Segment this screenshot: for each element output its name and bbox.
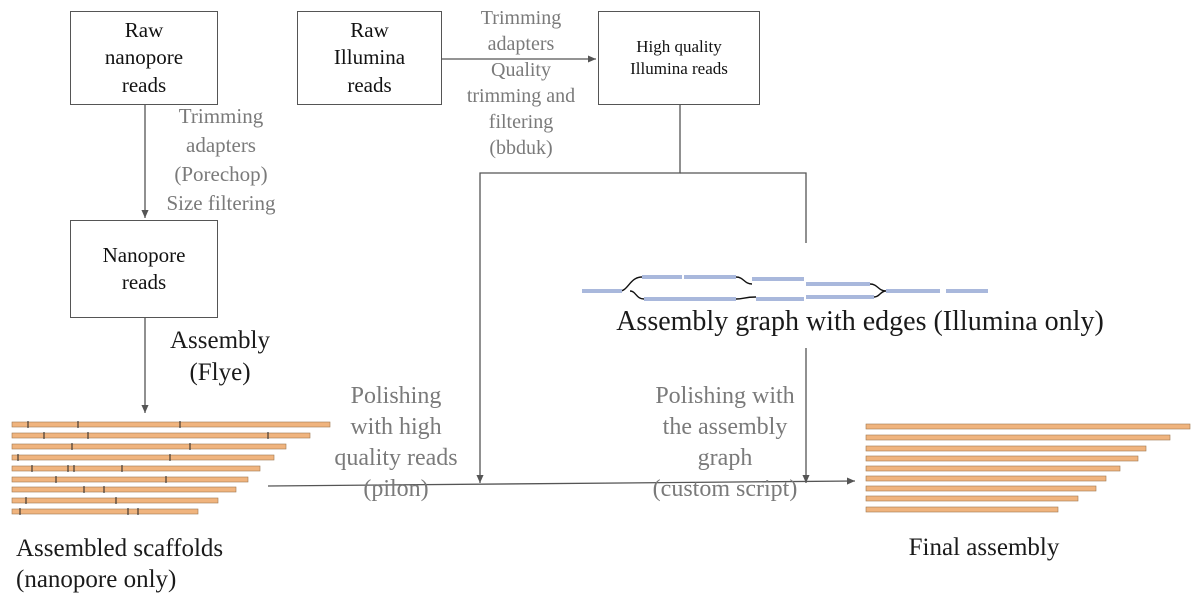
output-line: Assembled scaffolds [16, 535, 224, 562]
step-line: Trimming [178, 104, 264, 128]
graph-edge [642, 275, 682, 279]
graph-edge [946, 289, 988, 293]
box-line: Raw [124, 18, 164, 43]
box-line: reads [347, 72, 392, 97]
scaffold-bar [11, 421, 331, 428]
graph-edge [684, 275, 736, 279]
step-line: with high [350, 414, 442, 440]
step-line: Assembly [170, 327, 270, 354]
output-line: Assembly graph with edges (Illumina only… [616, 306, 1104, 337]
step-polishing-graph: Polishing with the assembly graph (custo… [628, 381, 822, 505]
box-line: reads [121, 72, 167, 97]
box-line: Illumina reads [630, 59, 728, 78]
step-line: (custom script) [652, 476, 798, 502]
nanopore-reads-box: Nanopore reads [70, 220, 218, 318]
step-line: Polishing with [655, 383, 795, 409]
graph-edge [756, 297, 804, 301]
scaffold-bar [11, 443, 287, 450]
graph-edge [582, 289, 622, 293]
final-contig-bar [865, 465, 1121, 472]
box-line: Nanopore [102, 242, 186, 267]
scaffold-bar [11, 497, 219, 504]
step-line: trimming and [466, 85, 576, 107]
scaffold-gap-marks [17, 421, 269, 515]
final-contig-bar [865, 485, 1097, 492]
high-quality-illumina-box: High quality Illumina reads [598, 11, 760, 105]
step-line: Quality [491, 59, 551, 81]
box-line: nanopore [104, 45, 184, 70]
final-contig-bar [865, 423, 1191, 430]
raw-nanopore-reads-box: Raw nanopore reads [70, 11, 218, 105]
step-line: (bbduk) [489, 137, 553, 159]
scaffold-bar [11, 432, 311, 439]
graph-edge [644, 297, 736, 301]
arrow-polish-main [267, 477, 856, 487]
final-contig-bar [865, 475, 1107, 482]
assembly-graph-title: Assembly graph with edges (Illumina only… [580, 305, 1140, 339]
step-line: (Flye) [189, 359, 251, 386]
step-polishing-pilon: Polishing with high quality reads (pilon… [316, 381, 476, 505]
step-assembly-flye: Assembly (Flye) [150, 325, 290, 389]
final-contig-bar [865, 434, 1171, 441]
step-illumina-trimming: Trimming adapters Quality trimming and f… [448, 5, 594, 161]
assembled-scaffolds-icon [11, 421, 331, 515]
graph-edge [806, 295, 874, 299]
box-line: High quality [636, 36, 722, 56]
step-line: adapters [487, 33, 555, 55]
graph-edge [886, 289, 940, 293]
box-line: reads [121, 270, 167, 294]
output-line: (nanopore only) [16, 566, 177, 593]
connector-to-graph [680, 172, 807, 243]
scaffold-bar [11, 465, 261, 472]
final-contig-bar [865, 455, 1139, 462]
output-line: Final assembly [908, 534, 1060, 561]
step-line: filtering [488, 111, 554, 133]
assembly-graph-icon [582, 275, 988, 301]
connector-high-quality-split [476, 105, 681, 483]
scaffold-bar [11, 454, 275, 461]
step-line: Polishing [350, 383, 442, 409]
step-line: (pilon) [363, 476, 429, 502]
final-contig-bar [865, 495, 1079, 502]
final-assembly-icon [865, 423, 1191, 513]
final-assembly-label: Final assembly [884, 532, 1084, 563]
assembled-scaffolds-label: Assembled scaffolds (nanopore only) [16, 533, 286, 595]
scaffold-bar [11, 508, 199, 515]
final-contig-bar [865, 506, 1059, 513]
step-nanopore-trimming: Trimming adapters (Porechop) Size filter… [148, 102, 294, 218]
step-line: Trimming [480, 7, 562, 29]
box-line: Raw [350, 18, 389, 43]
step-line: graph [697, 445, 753, 471]
box-line: Illumina [333, 45, 406, 70]
step-line: adapters [186, 133, 256, 157]
step-line: the assembly [662, 414, 788, 440]
step-line: Size filtering [166, 191, 276, 215]
step-line: (Porechop) [174, 162, 268, 186]
raw-illumina-reads-box: Raw Illumina reads [297, 11, 442, 105]
graph-branch-connector [619, 276, 887, 300]
step-line: quality reads [334, 445, 458, 471]
graph-edge [806, 282, 870, 286]
graph-edge [752, 277, 804, 281]
scaffold-bar [11, 476, 249, 483]
final-contig-bar [865, 445, 1147, 452]
scaffold-bar [11, 486, 237, 493]
